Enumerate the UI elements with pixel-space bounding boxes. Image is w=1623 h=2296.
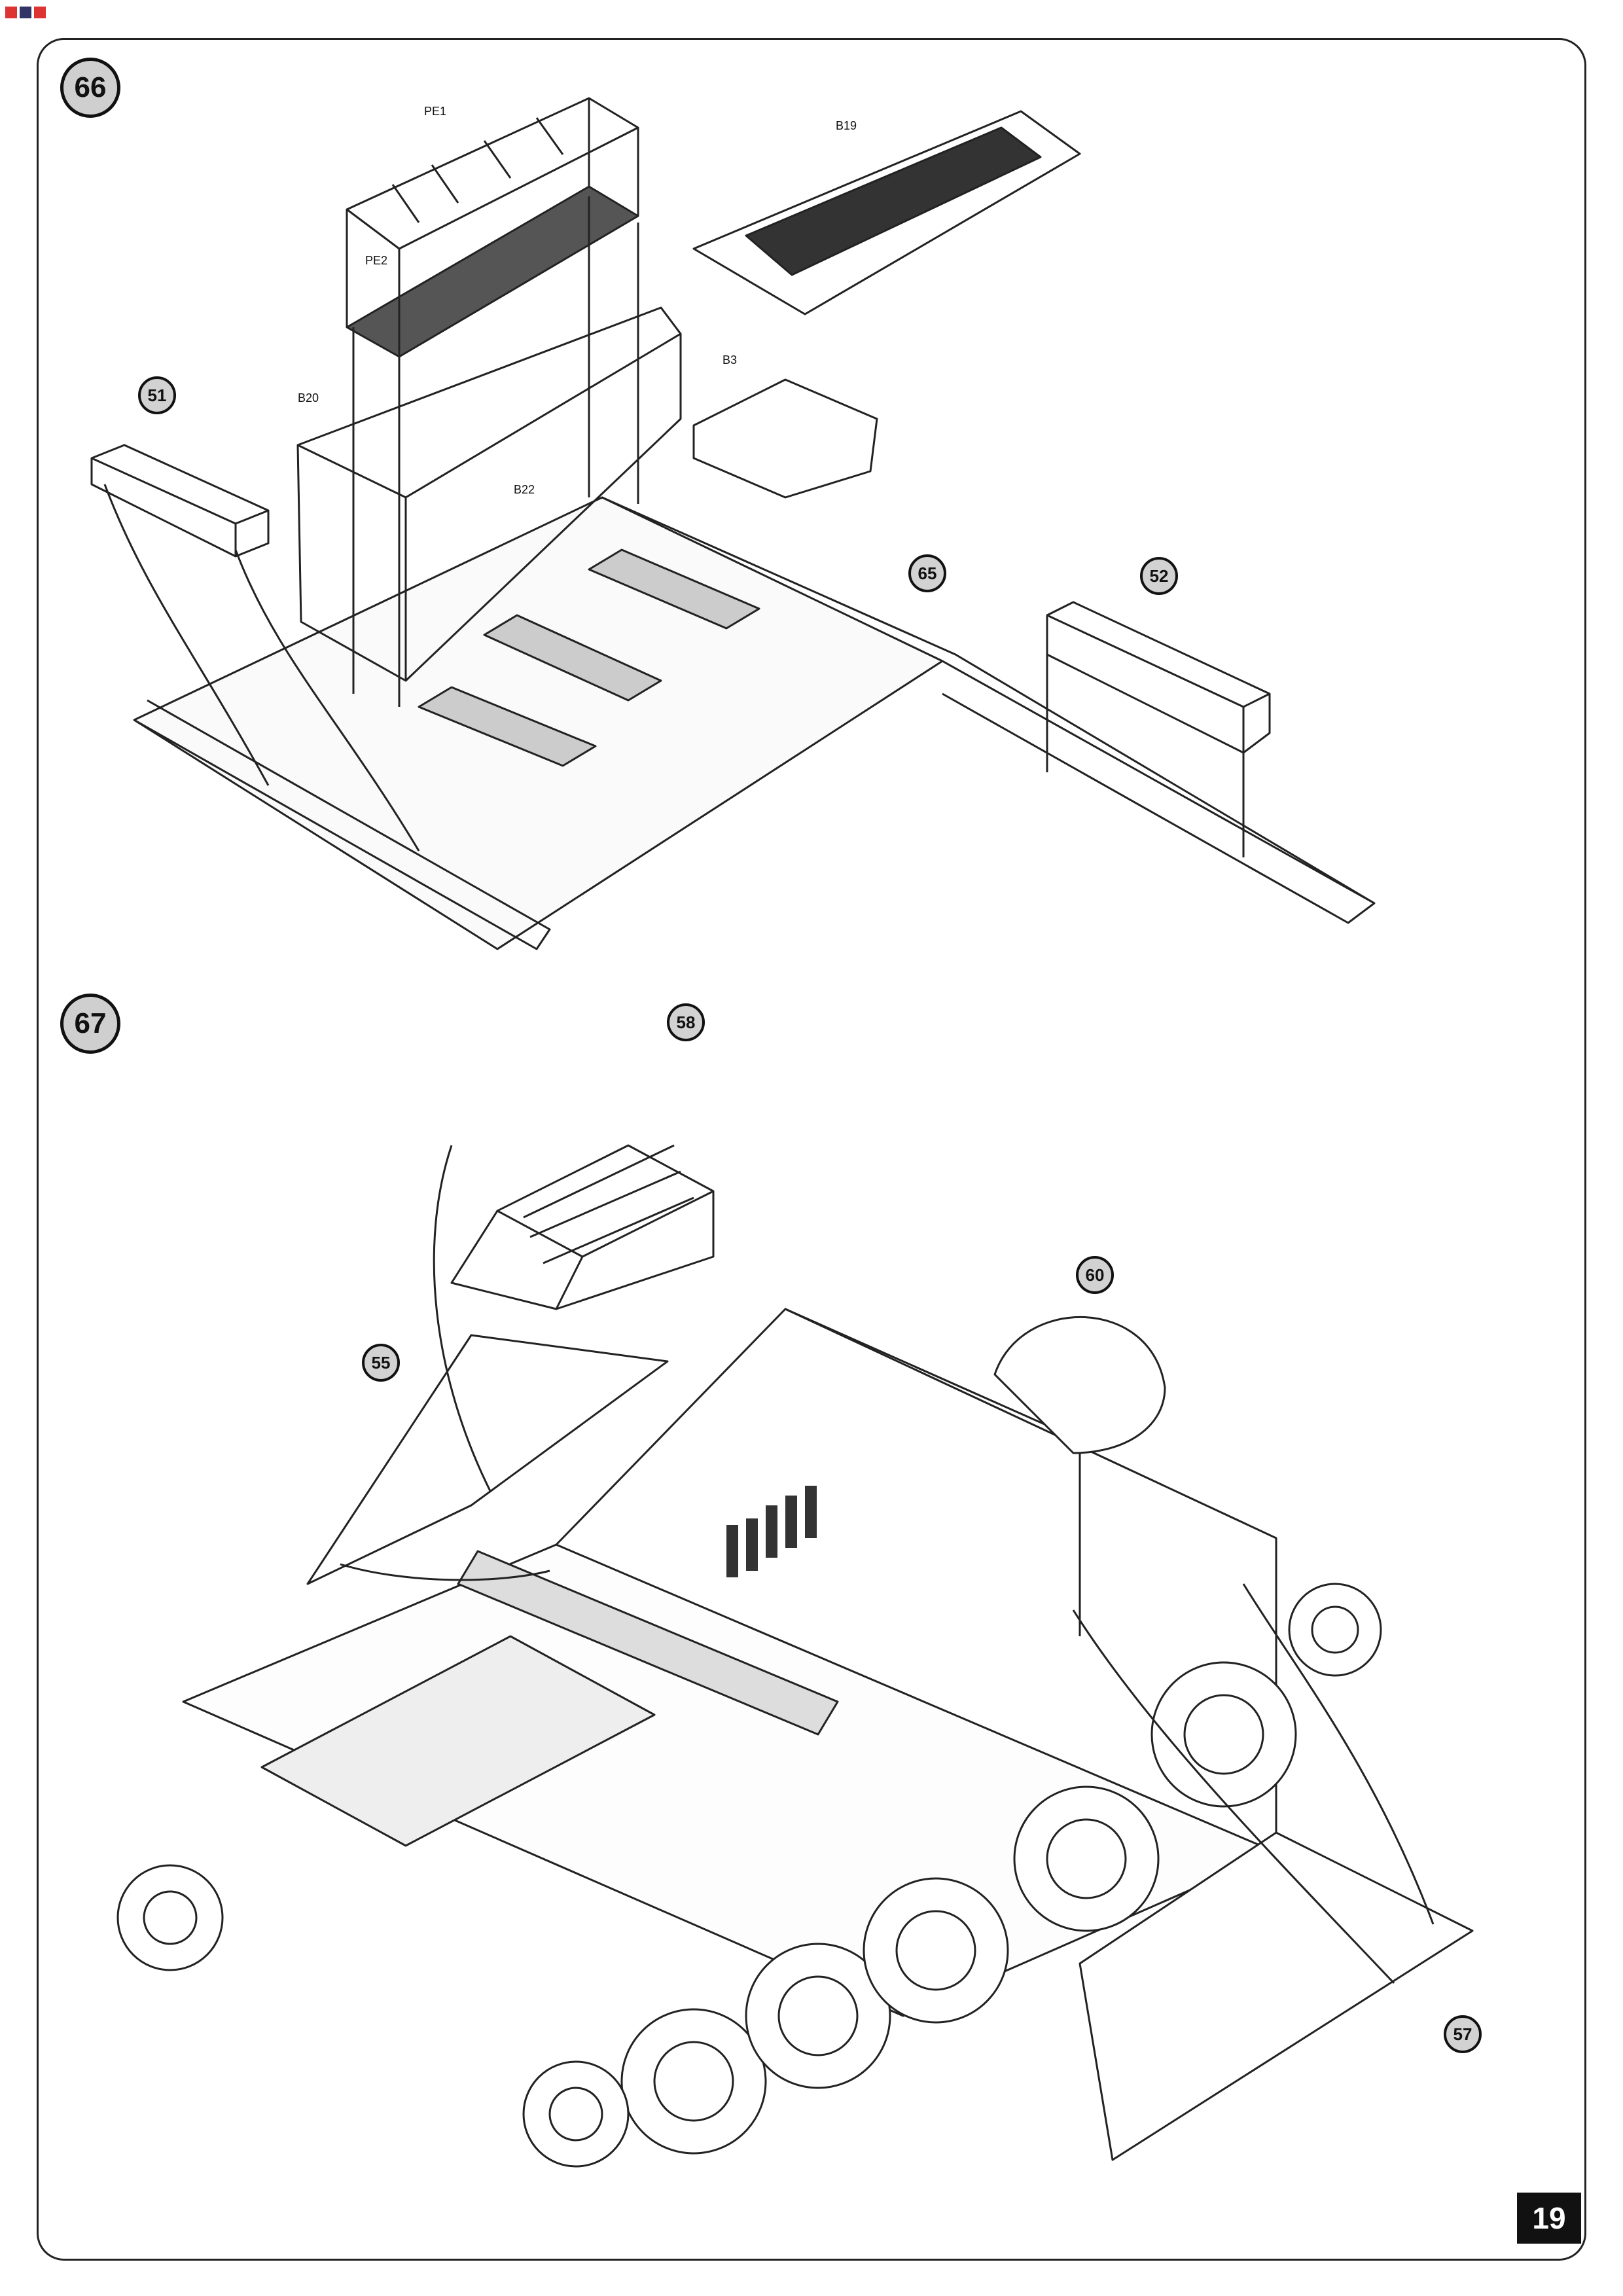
part-label-b3: B3 [722,353,738,367]
ref-52: 52 [1140,557,1178,595]
step-67-marker: 67 [60,994,120,1054]
part-label-b22: B22 [514,483,535,496]
part-label-pe1: PE1 [424,105,447,118]
ref-51: 51 [138,376,176,414]
ref-58: 58 [667,1003,705,1041]
step-66-marker: 66 [60,58,120,118]
ref-65: 65 [908,554,946,592]
part-label-b20: B20 [298,391,319,404]
part-label-pe2: PE2 [365,254,388,267]
page-number: 19 [1517,2193,1581,2244]
part-label-b19: B19 [836,119,857,132]
ref-55: 55 [362,1344,400,1382]
site-logo [5,7,46,18]
ref-57: 57 [1444,2015,1482,2053]
ref-60: 60 [1076,1256,1114,1294]
